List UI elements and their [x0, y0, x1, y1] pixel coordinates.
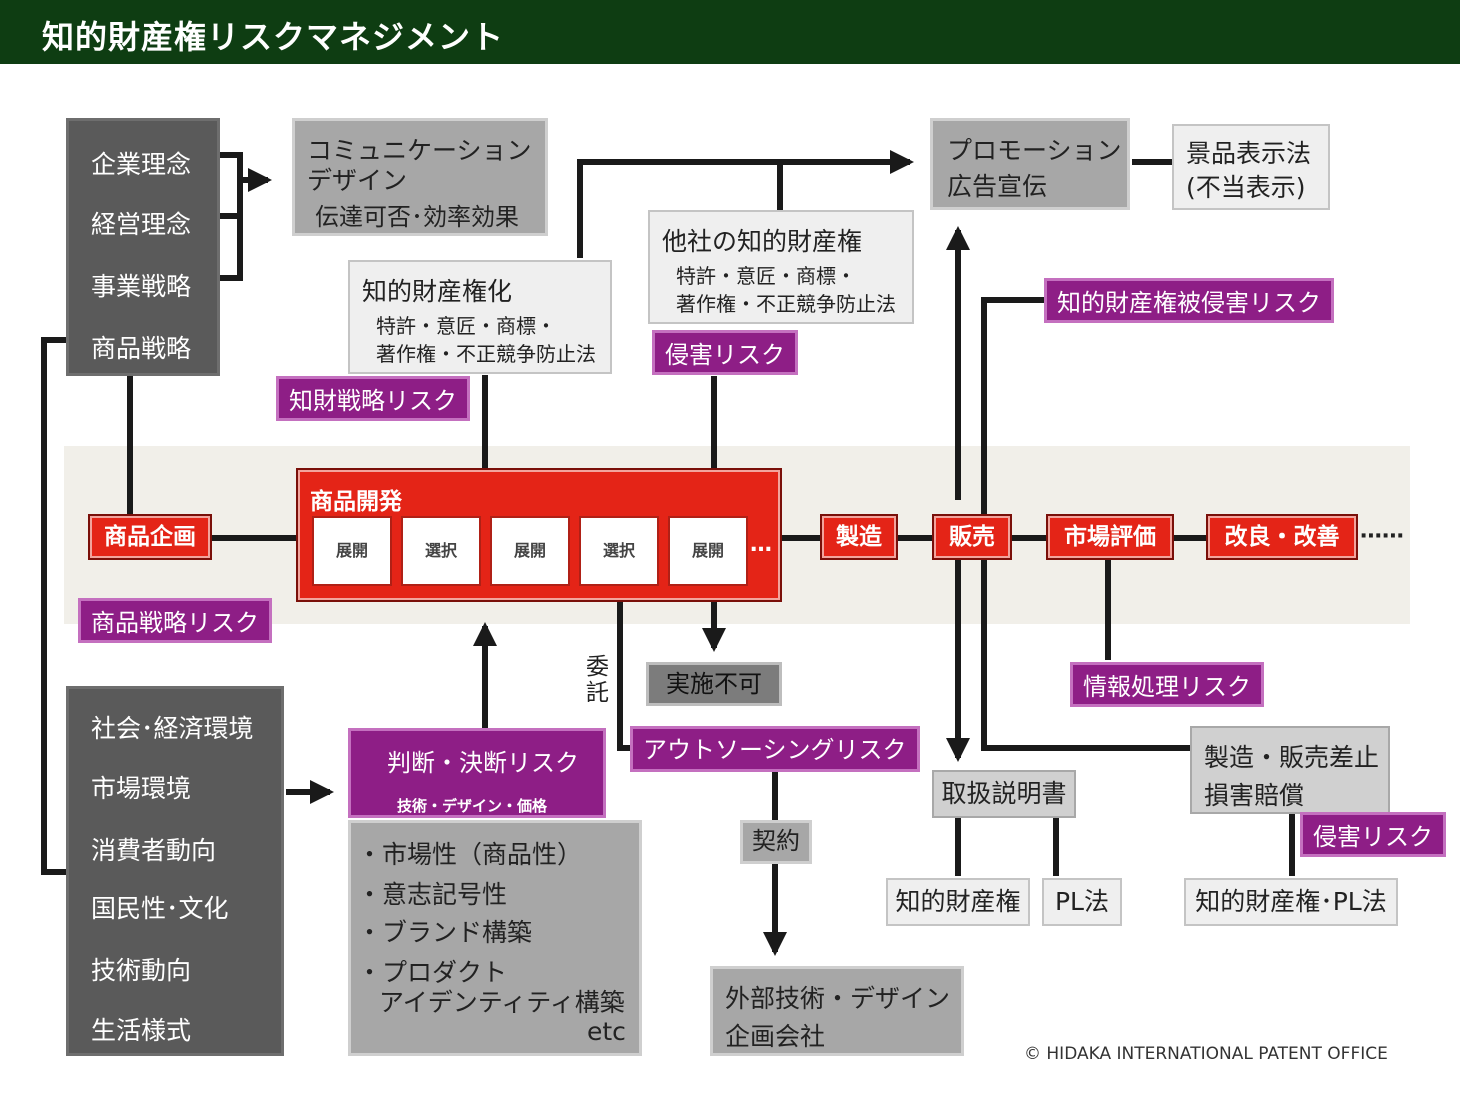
outsourcing-risk-badge: アウトソーシングリスク	[630, 726, 920, 772]
product-strategy: 商品戦略	[91, 334, 192, 363]
labeling-line2: (不当表示)	[1186, 173, 1306, 202]
injunction-box: 製造・販売差止 損害賠償	[1190, 726, 1390, 814]
title-bar: 知的財産権リスクマネジメント	[0, 0, 1460, 64]
env-socio-economic: 社会･経済環境	[91, 714, 254, 743]
step-expand-3: 展開	[668, 516, 748, 586]
labeling-line1: 景品表示法	[1186, 139, 1312, 168]
env-lifestyle: 生活様式	[91, 1016, 192, 1045]
manual-ip-box: 知的財産権	[886, 878, 1030, 926]
market-list-box: ・市場性（商品性） ・意志記号性 ・ブランド構築 ・プロダクト アイデンティティ…	[348, 820, 642, 1056]
external-line1: 外部技術・デザイン	[725, 984, 951, 1013]
other-ip-line2: 著作権・不正競争防止法	[676, 292, 896, 316]
step-select-1: 選択	[401, 516, 481, 586]
manual-pl-box: PL法	[1042, 878, 1122, 926]
communication-design-box: コミュニケーション デザイン 伝達可否･効率効果	[292, 118, 548, 236]
other-ip-title: 他社の知的財産権	[662, 227, 863, 256]
copyright-text: © HIDAKA INTERNATIONAL PATENT OFFICE	[1024, 1044, 1388, 1064]
communication-line3: 伝達可否･効率効果	[315, 203, 519, 231]
environment-panel: 社会･経済環境 市場環境 消費者動向 国民性･文化 技術動向 生活様式	[66, 686, 284, 1056]
injunction-law-box: 知的財産権･PL法	[1184, 878, 1398, 926]
ip-rights-line1: 特許・意匠・商標・	[376, 314, 556, 338]
labeling-law-box: 景品表示法 (不当表示)	[1172, 124, 1330, 210]
ip-rights-title: 知的財産権化	[362, 277, 513, 306]
corporate-philosophy: 企業理念	[91, 150, 192, 179]
product-development-panel: 商品開発 展開 選択 展開 選択 展開 …	[296, 468, 782, 602]
promotion-line2: 広告宣伝	[947, 172, 1048, 201]
product-planning-step: 商品企画	[88, 514, 212, 560]
env-culture: 国民性･文化	[91, 894, 229, 923]
market-list-etc: etc	[587, 1017, 626, 1046]
env-consumer: 消費者動向	[91, 836, 217, 865]
step-select-2: 選択	[579, 516, 659, 586]
manual-box: 取扱説明書	[932, 770, 1076, 818]
communication-line2: デザイン	[307, 166, 408, 195]
product-development-title: 商品開発	[310, 489, 402, 515]
market-list-item-1: ・市場性（商品性）	[357, 840, 583, 869]
ip-rights-box: 知的財産権化 特許・意匠・商標・ 著作権・不正競争防止法	[348, 260, 612, 374]
business-strategy: 事業戦略	[91, 272, 192, 301]
infringement-risk-badge-2: 侵害リスク	[1300, 812, 1446, 857]
communication-line1: コミュニケーション	[307, 136, 532, 165]
info-processing-risk-badge: 情報処理リスク	[1070, 662, 1264, 707]
product-strategy-risk-badge: 商品戦略リスク	[78, 598, 272, 643]
judgment-risk-sub: 技術・デザイン・価格	[397, 797, 548, 815]
injunction-line1: 製造・販売差止	[1204, 743, 1380, 772]
other-ip-line1: 特許・意匠・商標・	[676, 264, 856, 288]
page-title: 知的財産権リスクマネジメント	[42, 18, 505, 56]
manufacturing-step: 製造	[820, 514, 898, 560]
ip-rights-line2: 著作権・不正競争防止法	[376, 342, 596, 366]
step-expand-1: 展開	[312, 516, 392, 586]
judgment-risk-box: 判断・決断リスク 技術・デザイン・価格	[348, 728, 606, 818]
ip-infringed-risk-badge: 知的財産権被侵害リスク	[1044, 278, 1334, 323]
env-technology: 技術動向	[91, 956, 192, 985]
injunction-line2: 損害賠償	[1204, 781, 1305, 810]
other-ip-box: 他社の知的財産権 特許・意匠・商標・ 著作権・不正競争防止法	[648, 210, 914, 324]
sales-step: 販売	[932, 514, 1012, 560]
entrust-label: 委託	[586, 654, 609, 706]
ip-strategy-risk-badge: 知財戦略リスク	[276, 376, 470, 421]
external-company-box: 外部技術・デザイン 企画会社	[710, 966, 964, 1056]
market-list-item-4b: アイデンティティ構築	[379, 988, 625, 1017]
trailing-dots: ⋯⋯	[1360, 524, 1404, 549]
market-evaluation-step: 市場評価	[1046, 514, 1174, 560]
not-feasible-box: 実施不可	[646, 662, 782, 706]
market-list-item-3: ・ブランド構築	[357, 918, 533, 947]
corporate-panel: 企業理念 経営理念 事業戦略 商品戦略	[66, 118, 220, 376]
judgment-risk-title: 判断・決断リスク	[387, 749, 579, 777]
market-list-item-4: ・プロダクト	[357, 958, 508, 987]
infringement-risk-badge: 侵害リスク	[652, 330, 798, 375]
promotion-line1: プロモーション	[947, 136, 1122, 165]
promotion-box: プロモーション 広告宣伝	[930, 118, 1130, 210]
development-dots: …	[750, 532, 772, 557]
improvement-step: 改良・改善	[1206, 514, 1358, 560]
env-market: 市場環境	[91, 774, 192, 803]
contract-box: 契約	[740, 820, 812, 864]
step-expand-2: 展開	[490, 516, 570, 586]
market-list-item-2: ・意志記号性	[357, 880, 508, 909]
management-philosophy: 経営理念	[91, 210, 192, 239]
external-line2: 企画会社	[725, 1022, 826, 1051]
